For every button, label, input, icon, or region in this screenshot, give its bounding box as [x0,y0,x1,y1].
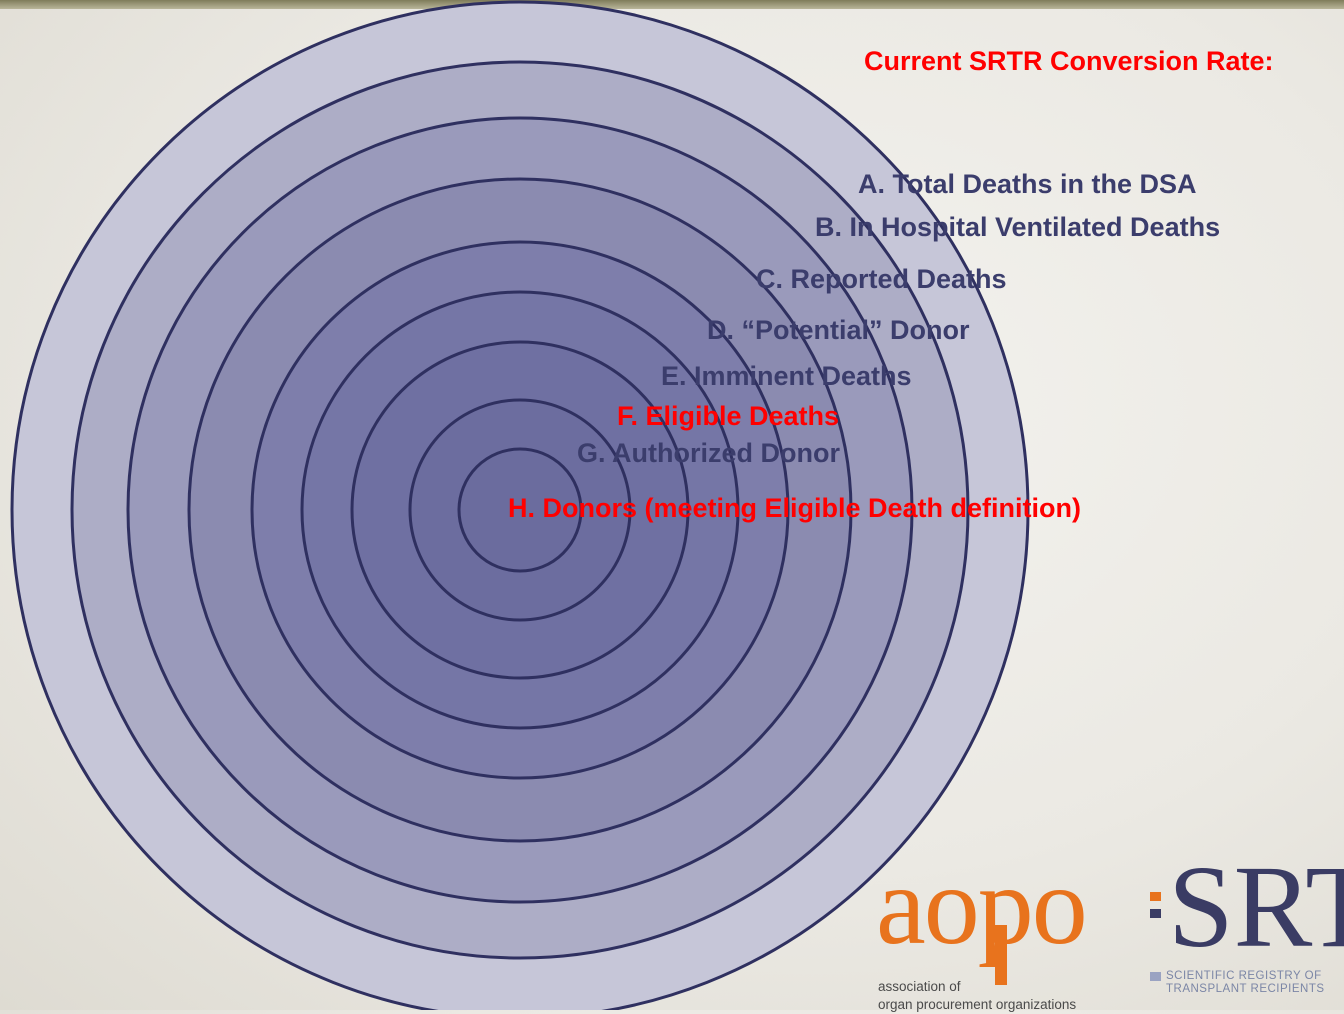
level-f-label: F. Eligible Deaths [617,401,840,431]
srtr-wordmark: SRTR [1168,862,1344,972]
srtr-tagline: SCIENTIFIC REGISTRY OF TRANSPLANT RECIPI… [1166,970,1325,996]
level-e-label: E. Imminent Deaths [661,361,912,391]
aopo-wordmark: aopo [876,844,1088,968]
srtr-logo: SRTR SCIENTIFIC REGISTRY OF TRANSPLANT R… [1150,862,1344,1010]
level-c-label: C. Reported Deaths [756,264,1007,294]
srtr-tagline-line2: TRANSPLANT RECIPIENTS [1166,983,1325,995]
level-g-label: G. Authorized Donor [577,438,840,468]
srtr-bars-icon [1150,892,1161,981]
aopo-logo-stem [995,925,1007,985]
aopo-tagline-line2: organ procurement organizations [878,997,1077,1012]
aopo-logo: aopo association of organ procurement or… [876,850,1126,1012]
level-d-label: D. “Potential” Donor [707,315,970,345]
ring-i [457,447,583,573]
conversion-rate-title: Current SRTR Conversion Rate: [864,46,1274,76]
level-h-label: H. Donors (meeting Eligible Death defini… [508,493,1082,523]
aopo-tagline-line1: association of [878,979,961,994]
srtr-tagline-line1: SCIENTIFIC REGISTRY OF [1166,970,1322,982]
aopo-tagline: association of organ procurement organiz… [878,978,1076,1014]
top-band [0,0,1344,9]
level-b-label: B. In Hospital Ventilated Deaths [815,212,1221,242]
level-a-label: A. Total Deaths in the DSA [858,169,1197,199]
